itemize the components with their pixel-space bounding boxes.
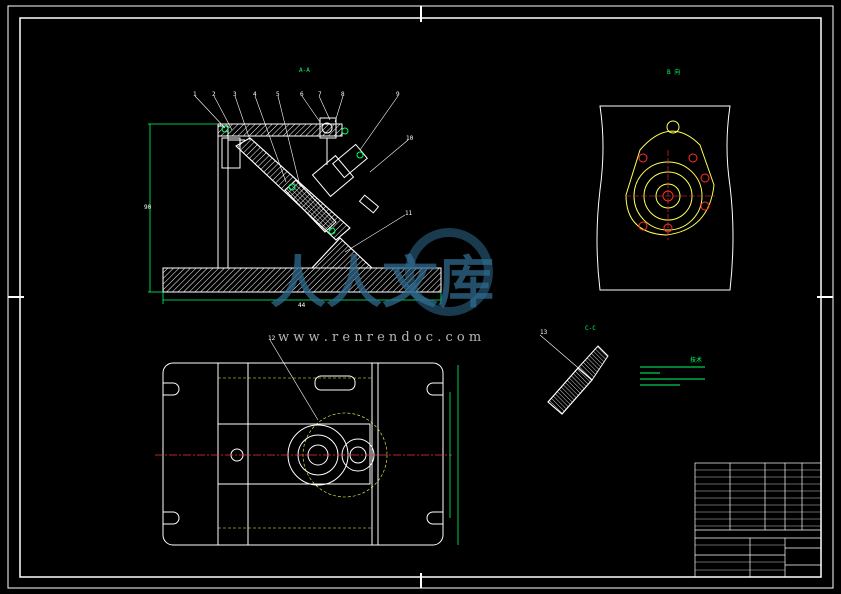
leader-lines — [194, 95, 584, 421]
balloon-2: 2 — [212, 91, 216, 98]
balloon-11: 11 — [405, 210, 413, 217]
balloon-4: 4 — [253, 91, 257, 98]
watermark-brand: 人人文库 — [270, 250, 494, 316]
section-view-c-c — [547, 345, 609, 415]
balloon-3: 3 — [233, 91, 237, 98]
balloon-6: 6 — [300, 91, 304, 98]
title-block-rows — [695, 469, 821, 571]
balloon-10: 10 — [406, 135, 414, 142]
dimension-width: 44 — [298, 302, 306, 309]
title-block — [694, 462, 822, 578]
balloon-1: 1 — [193, 91, 197, 98]
view-label-a-a: A-A — [299, 67, 310, 74]
tech-requirements — [640, 366, 705, 386]
watermark-url: w w w . r e n r e n d o c . c o m — [278, 330, 482, 345]
balloon-9: 9 — [396, 91, 400, 98]
view-b-center-lines — [625, 150, 715, 240]
view-label-c-c: C-C — [585, 325, 596, 332]
plan-hidden-lines — [218, 377, 388, 529]
section-view-a-a — [162, 117, 442, 293]
view-label-b: B 向 — [667, 69, 681, 76]
balloon-8: 8 — [341, 91, 345, 98]
centering-marks — [8, 6, 833, 588]
balloon-5: 5 — [276, 91, 280, 98]
tech-requirements-title: 技术 — [690, 357, 703, 364]
view-b — [596, 105, 734, 291]
dimension-lines — [148, 123, 442, 304]
balloon-13: 13 — [540, 329, 548, 336]
watermark-logo-ring — [405, 228, 493, 316]
dimension-height: 90 — [144, 204, 152, 211]
balloon-12: 12 — [268, 335, 276, 342]
balloon-7: 7 — [318, 91, 322, 98]
plan-dimensions — [449, 365, 459, 545]
section-markers — [221, 125, 364, 235]
